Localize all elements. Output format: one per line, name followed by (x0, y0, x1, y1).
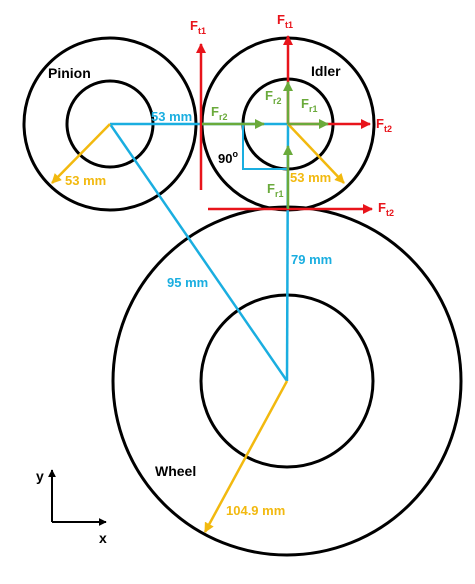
ft1-pinion-label: Ft1 (190, 18, 206, 36)
ft1-idler-label: Ft1 (277, 12, 293, 30)
x-axis-label: x (99, 530, 107, 546)
idler-wheel-distance-label: 79 mm (291, 252, 332, 267)
wheel-radius-arrow (203, 380, 289, 533)
fr2-idler-label: Fr2 (265, 88, 281, 106)
pinion-wheel-distance-label: 95 mm (167, 275, 208, 290)
pinion-wheel-center-line (108, 123, 289, 382)
angle-label: 90o (218, 149, 238, 166)
y-axis-label: y (36, 468, 44, 484)
right-angle-marker (242, 124, 288, 170)
pinion-idler-distance-label: 53 mm (151, 109, 192, 124)
fr1-lower-label: Fr1 (267, 181, 283, 199)
pinion-radius-arrow (51, 123, 111, 184)
wheel-label: Wheel (155, 463, 196, 479)
idler-label: Idler (311, 63, 341, 79)
wheel-radius-label: 104.9 mm (226, 503, 285, 518)
ft2-idler-label: Ft2 (376, 116, 392, 134)
idler-radius-arrow (287, 123, 345, 184)
pinion-label: Pinion (48, 65, 91, 81)
fr2-pinion-label: Fr2 (211, 104, 227, 122)
fr1-idler-label: Fr1 (301, 96, 317, 114)
idler-radius-label: 53 mm (290, 170, 331, 185)
ft2-lower-label: Ft2 (378, 200, 394, 218)
pinion-radius-label: 53 mm (65, 173, 106, 188)
